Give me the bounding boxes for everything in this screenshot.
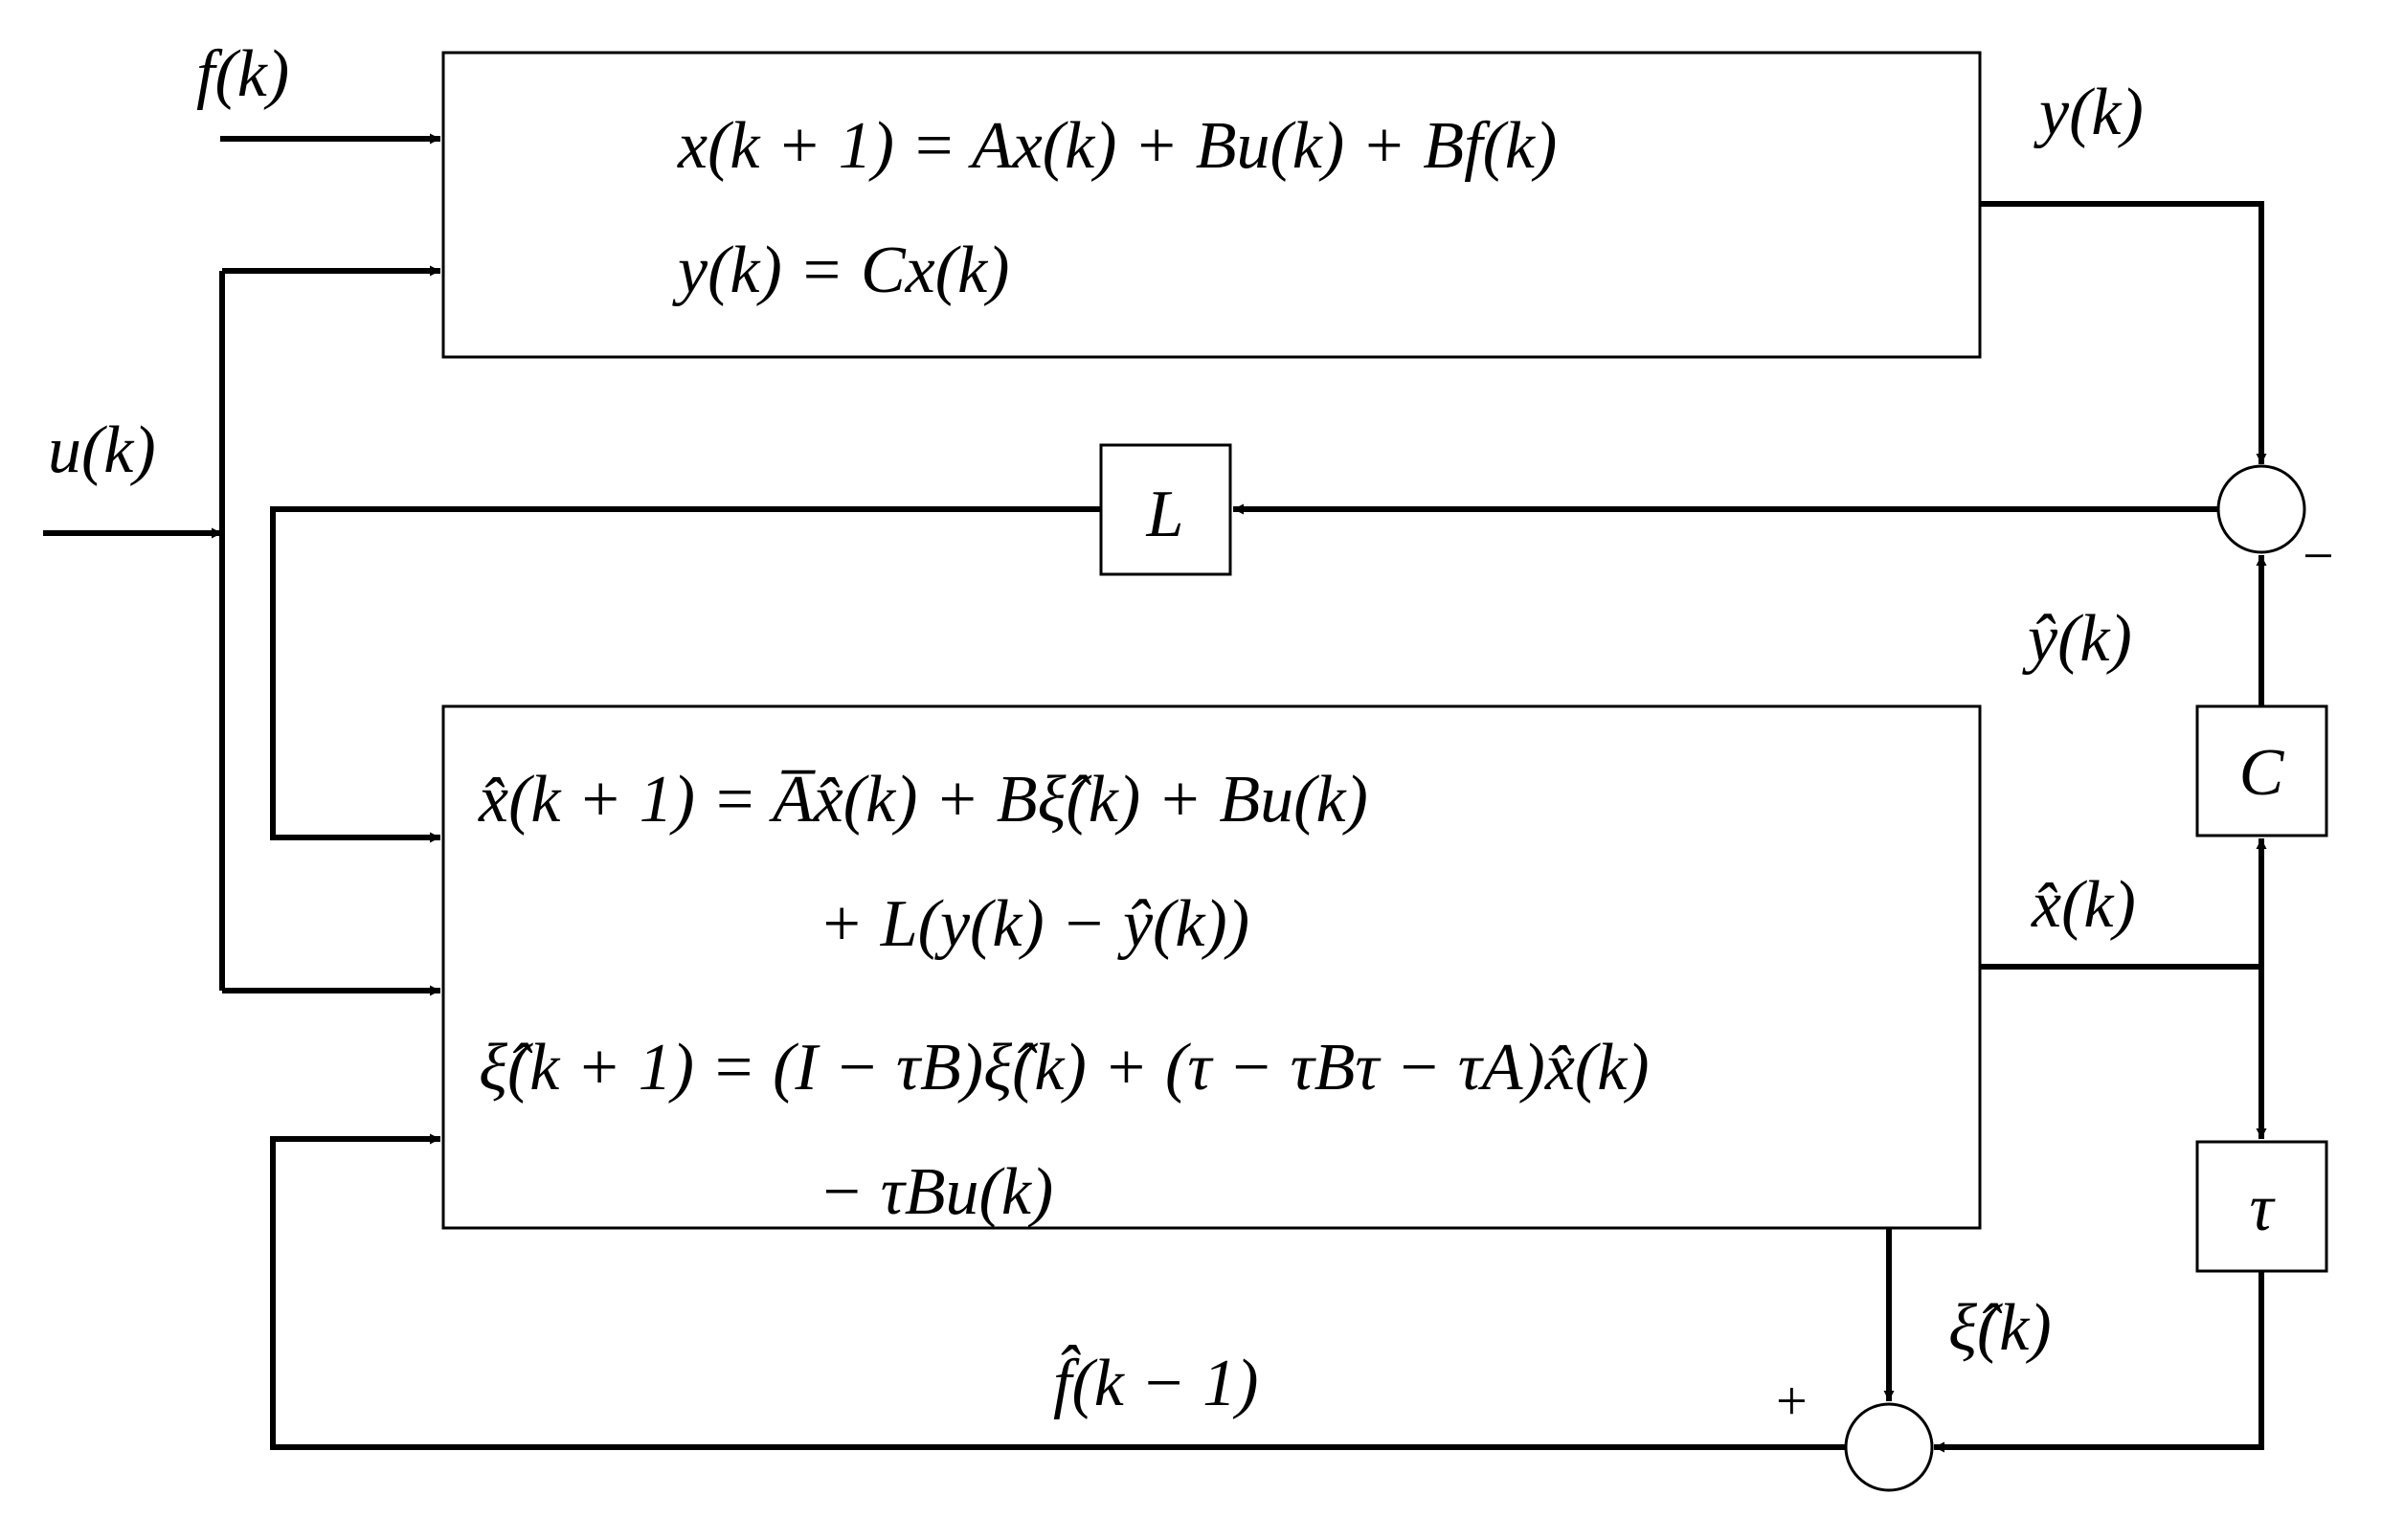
sign-plus: +: [1776, 1370, 1808, 1432]
summing-junction-output-error: [2216, 464, 2306, 554]
observer-equation-x-line1: x̂(k + 1) = A̅x̂(k) + Bξ̂(k) + Bu(k): [478, 763, 1368, 837]
plant-block: x(k + 1) = Ax(k) + Bu(k) + Bf(k) y(k) = …: [441, 51, 1982, 359]
wire-y-output: [1980, 201, 2267, 464]
wire-fhat-feedback: [270, 1133, 1846, 1450]
observer-equation-xi-line2: − τBu(k): [819, 1155, 1053, 1229]
summing-junction-fault-estimate: [1844, 1402, 1934, 1492]
observer-equation-xi-line1: ξ̂(k + 1) = (I − τB)ξ̂(k) + (τ − τBτ − τ…: [479, 1031, 1650, 1105]
plant-equation-output: y(k) = Cx(k): [672, 234, 1009, 307]
signal-label-x-hat: x̂(k): [2031, 868, 2136, 942]
signal-wires: [43, 133, 2267, 1453]
gain-block-tau: τ: [2195, 1140, 2328, 1273]
wire-L-to-observer: [270, 506, 1101, 843]
observer-block: x̂(k + 1) = A̅x̂(k) + Bξ̂(k) + Bu(k) + L…: [441, 704, 1982, 1230]
signal-label-y: y(k): [2034, 76, 2144, 149]
gain-block-L: L: [1099, 443, 1232, 576]
plant-equation-state: x(k + 1) = Ax(k) + Bu(k) + Bf(k): [677, 109, 1557, 183]
gain-block-C: C: [2195, 704, 2328, 837]
signal-label-f-hat: f̂(k − 1): [1053, 1344, 1258, 1420]
gain-tau-label: τ: [2249, 1172, 2276, 1245]
gain-C-label: C: [2239, 736, 2285, 810]
observer-equation-x-line2: + L(y(k) − ŷ(k)): [819, 887, 1249, 961]
signal-label-f: f(k): [196, 37, 289, 111]
signal-label-y-hat: ŷ(k): [2022, 602, 2132, 676]
gain-L-label: L: [1146, 478, 1184, 551]
signal-label-u: u(k): [48, 413, 156, 487]
sign-minus: −: [2303, 524, 2334, 587]
wire-tau-to-sum: [1934, 1271, 2264, 1453]
signal-label-xi-hat: ξ̂(k): [1948, 1291, 2052, 1365]
